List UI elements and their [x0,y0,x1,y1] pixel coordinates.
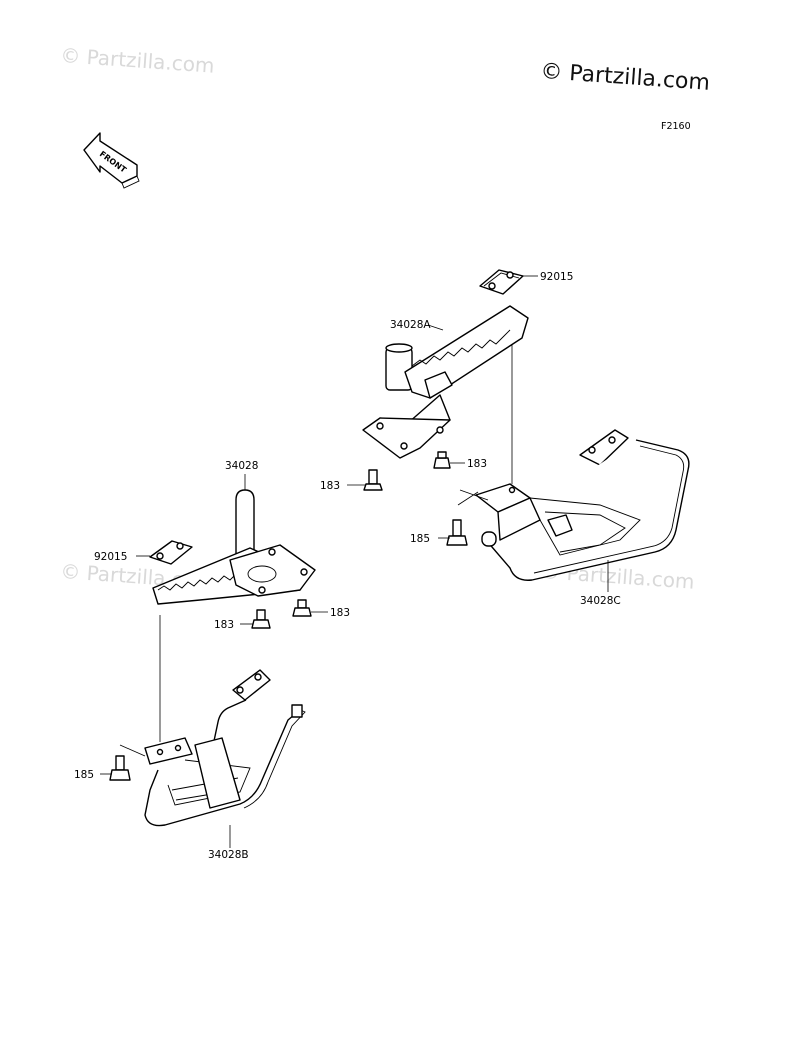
guard-34028B [144,669,306,827]
label-92015-left: 92015 [94,551,127,563]
label-183-c: 183 [214,619,234,631]
footrest-34028A [362,305,529,459]
bolt-183-a [363,469,383,491]
bolt-185-left [109,755,131,781]
label-34028A: 34028A [390,319,431,331]
label-185-right: 185 [410,533,430,545]
bolt-185-right [446,519,468,546]
label-34028: 34028 [225,460,258,472]
label-92015-top: 92015 [540,271,573,283]
watermark-main: © Partzilla.com [540,59,711,96]
label-183-a: 183 [320,480,340,492]
pad-92015-top [479,269,524,295]
pad-92015-left [149,540,193,565]
bolt-183-c [251,609,271,629]
watermark-ghost-top: © Partzilla.com [60,43,216,78]
label-185-left: 185 [74,769,94,781]
label-34028C: 34028C [580,595,621,607]
bolt-183-d [292,599,312,617]
label-183-d: 183 [330,607,350,619]
footrest-34028 [152,489,316,605]
label-34028B: 34028B [208,849,249,861]
guard-34028C [475,429,690,581]
bolt-183-b [433,451,451,469]
figure-code: F2160 [661,121,691,132]
front-arrow-icon: FRONT [83,132,140,189]
label-183-b: 183 [467,458,487,470]
